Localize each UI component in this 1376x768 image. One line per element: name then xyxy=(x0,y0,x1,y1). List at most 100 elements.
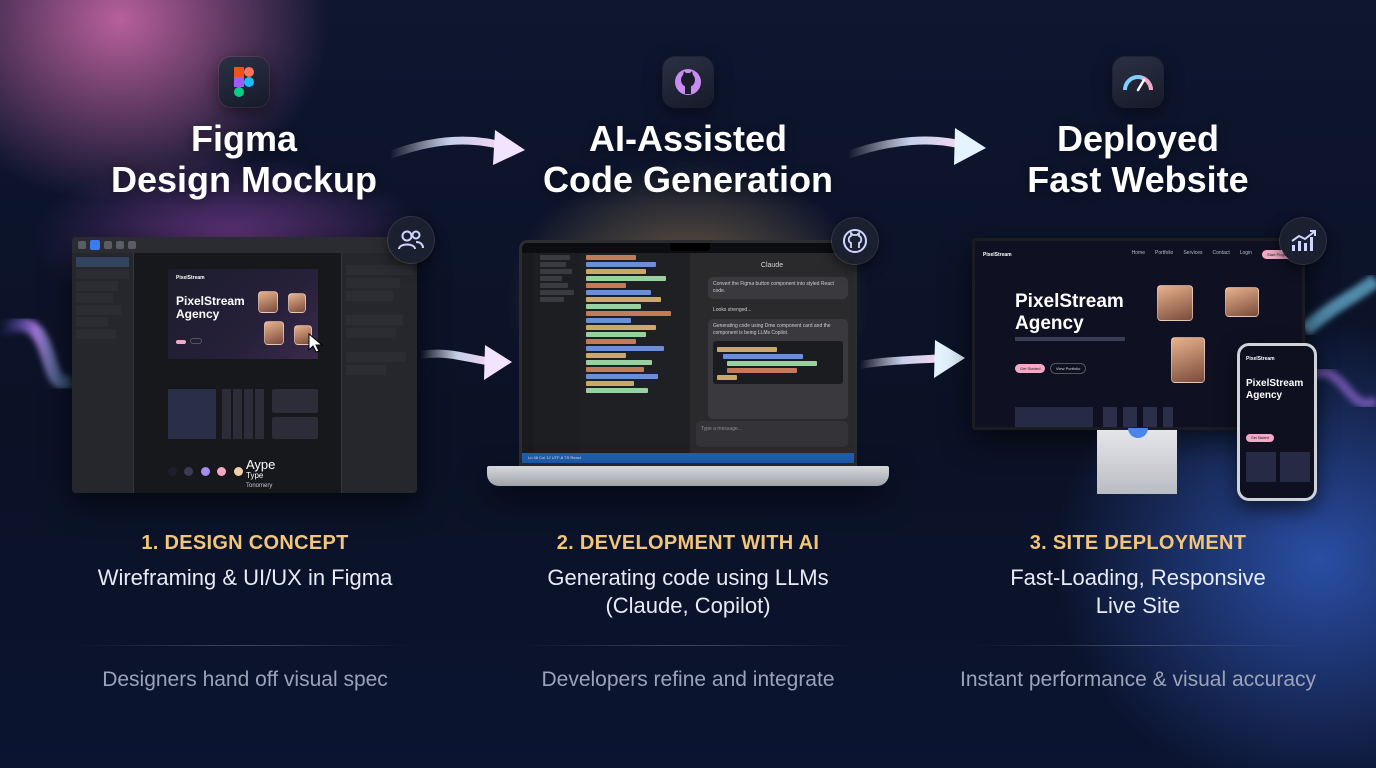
ide-chat-panel: Claude Convert the Figma button componen… xyxy=(690,253,854,453)
mobile-get-started-button[interactable]: Get Started xyxy=(1246,434,1274,442)
code-line xyxy=(586,367,644,372)
frame-brand: PixelStream xyxy=(176,275,205,281)
ide-activity-bar xyxy=(522,253,534,453)
figma-logo-icon xyxy=(234,67,254,97)
property-row xyxy=(346,352,407,362)
shape-tool-icon xyxy=(116,241,124,249)
nav-link-portfolio[interactable]: Portfolio xyxy=(1154,250,1174,256)
site-hero-buttons: Get Started View Portfolio xyxy=(1015,357,1087,375)
file-item xyxy=(540,297,564,302)
step-label-ai: 2. DEVELOPMENT WITH AI xyxy=(556,532,820,554)
site-brand: PixelStream xyxy=(983,251,1012,258)
arrow-2-to-3 xyxy=(844,128,986,165)
camera-notch xyxy=(670,243,710,251)
pen-tool-icon xyxy=(128,241,136,249)
right-wave xyxy=(1300,274,1376,336)
layer-item xyxy=(76,269,129,279)
users-icon xyxy=(398,230,424,250)
team-avatar xyxy=(1157,285,1193,321)
file-item xyxy=(540,290,574,295)
nav-link-services[interactable]: Services xyxy=(1183,250,1203,256)
card-component xyxy=(272,389,318,413)
layer-item xyxy=(76,317,108,327)
typography-sample: Aype Type Tonomery xyxy=(246,457,276,489)
chat-title: Claude xyxy=(760,262,784,269)
growth-badge xyxy=(1280,218,1326,264)
code-snippet xyxy=(713,341,843,384)
frame-tool-icon xyxy=(104,241,112,249)
swatch xyxy=(184,467,194,476)
mobile-buttons: Get Started xyxy=(1246,426,1274,444)
code-line xyxy=(586,262,656,267)
card-component xyxy=(272,417,318,439)
layer-item xyxy=(76,293,114,303)
nav-link-login[interactable]: Login xyxy=(1239,250,1252,256)
frame-buttons xyxy=(176,331,203,349)
users-badge xyxy=(388,217,434,263)
nav-link-contact[interactable]: Contact xyxy=(1212,250,1230,256)
frame-secondary-button xyxy=(190,338,203,344)
avatar xyxy=(264,321,284,345)
code-line xyxy=(586,297,661,302)
layer-item xyxy=(76,329,116,339)
image-placeholder xyxy=(168,389,216,439)
file-item xyxy=(540,255,570,260)
frame-primary-button xyxy=(176,340,186,344)
grid-components xyxy=(222,389,266,439)
code-line xyxy=(586,339,636,344)
ide-file-tree xyxy=(534,253,580,453)
swatch xyxy=(217,467,227,476)
subtitle-design: Wireframing & UI/UX in Figma xyxy=(97,565,393,590)
step-label-deploy: 3. SITE DEPLOYMENT xyxy=(1029,532,1247,554)
code-line xyxy=(586,332,646,337)
site-gallery xyxy=(1103,407,1173,427)
property-row xyxy=(346,365,387,375)
laptop-base xyxy=(487,466,889,486)
monitor-stand-cutout xyxy=(1128,428,1148,438)
code-line xyxy=(586,318,631,323)
code-line xyxy=(586,269,646,274)
mobile-brand: PixelStream xyxy=(1246,356,1275,362)
assistant-status: Looks strenged... xyxy=(713,307,752,313)
chat-message-input[interactable]: Type a message... xyxy=(696,421,848,447)
site-nav-links: Home Portfolio Services Contact Login St… xyxy=(1132,250,1294,259)
monitor-stand xyxy=(1097,430,1177,494)
swatch xyxy=(233,467,243,476)
file-item xyxy=(540,262,566,267)
mobile-card xyxy=(1246,452,1276,482)
step-label-design: 1. DESIGN CONCEPT xyxy=(141,532,349,554)
trending-chart-icon xyxy=(1291,230,1316,251)
layer-item xyxy=(76,305,122,315)
footer-ai: Developers refine and integrate xyxy=(541,668,835,691)
code-line xyxy=(586,325,656,330)
file-item xyxy=(540,269,572,274)
github-badge xyxy=(832,218,878,264)
code-line xyxy=(586,388,648,393)
speed-app-icon xyxy=(1113,57,1163,107)
subtitle-ai: Generating code using LLMs(Claude, Copil… xyxy=(547,565,829,618)
code-line xyxy=(586,360,652,365)
figma-app-icon xyxy=(219,57,269,107)
code-line xyxy=(586,276,666,281)
code-line xyxy=(586,374,658,379)
divider xyxy=(968,645,1308,646)
property-row xyxy=(346,265,413,275)
property-row xyxy=(346,328,397,338)
divider xyxy=(518,645,858,646)
ide-status-bar: Ln 48 Col 12 UTF-8 TS React xyxy=(522,453,854,463)
start-project-button[interactable]: Start Project xyxy=(1261,250,1294,259)
get-started-button[interactable]: Get Started xyxy=(1015,364,1046,373)
view-portfolio-button[interactable]: View Portfolio xyxy=(1049,363,1087,374)
assistant-reply: Generating code using Dme component card… xyxy=(708,319,848,419)
nav-link-home[interactable]: Home xyxy=(1131,250,1145,256)
github-app-icon xyxy=(663,57,713,107)
menu-icon xyxy=(78,241,86,249)
file-item xyxy=(540,283,568,288)
avatar xyxy=(294,325,312,345)
